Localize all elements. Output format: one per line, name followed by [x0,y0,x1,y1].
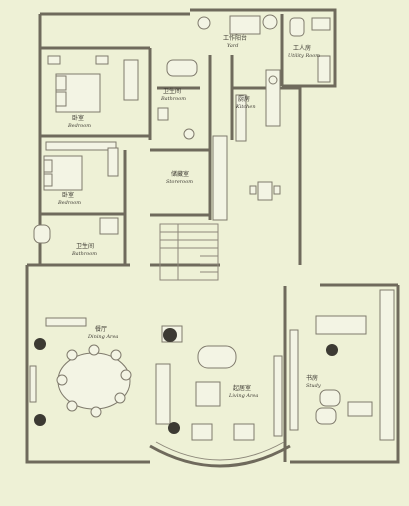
label-yard-en: Yard [227,43,238,49]
study-furniture [289,289,395,441]
label-bathroom2-zh: 卫生间 [76,242,94,250]
bedroom-2-bed [43,141,119,191]
label-bedroom1-zh: 卧室 [72,114,84,122]
utility-fixtures [289,17,331,83]
staircase [159,223,219,281]
label-bathroom1-zh: 卫生间 [163,87,181,95]
label-kitchen-en: Kitchen [235,104,256,110]
label-dining-zh: 餐厅 [95,325,107,333]
label-utility-en: Utility Room [288,53,320,59]
plants [34,328,338,434]
bathroom-1-fixtures [157,59,198,140]
interior-walls [40,14,300,462]
kitchen-counters [212,69,281,221]
label-bedroom2-en: Bedroom [57,200,81,206]
bathroom-2-fixtures [33,217,119,244]
label-dining-en: Dining Area [87,334,118,340]
dining-set [29,317,132,418]
label-utility-zh: 工人房 [293,44,311,52]
living-bay-window [149,444,291,468]
label-living-zh: 起居室 [233,384,251,392]
label-bedroom2-zh: 卧室 [62,191,74,199]
label-storeroom-en: Storeroom [166,179,193,185]
living-furniture [155,325,283,441]
label-bathroom2-en: Bathroom [71,251,97,257]
label-storeroom-zh: 储藏室 [171,170,189,178]
breakfast-table [249,181,281,201]
label-bathroom1-en: Bathroom [160,96,186,102]
exterior-walls [25,8,400,464]
living-bay-window-inner [155,441,285,461]
label-living-en: Living Area [228,393,258,399]
yard-fixtures [197,14,278,35]
label-bedroom1-en: Bedroom [67,123,91,129]
label-kitchen-zh: 厨房 [238,95,250,103]
bedroom-1-bed [47,55,139,113]
label-yard-zh: 工作阳台 [223,34,247,42]
label-study-en: Study [306,383,321,389]
label-study-zh: 书房 [306,374,318,382]
